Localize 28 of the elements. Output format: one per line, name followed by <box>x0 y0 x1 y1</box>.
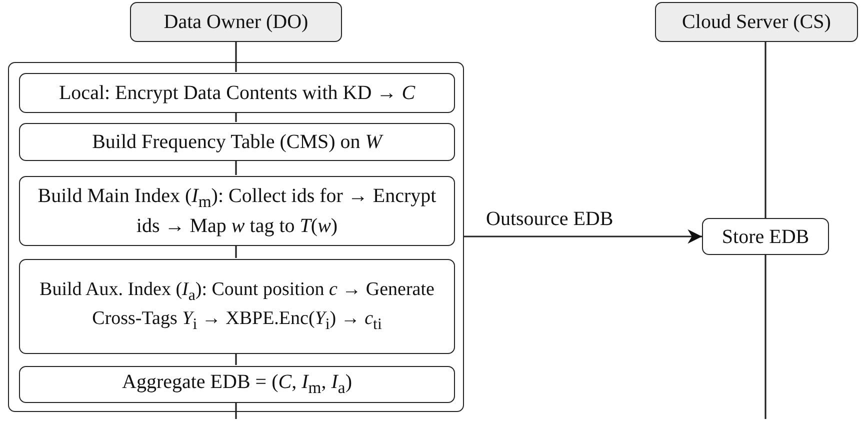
step-text: Store EDB <box>720 224 810 248</box>
activation-frame <box>8 62 464 412</box>
message-arrow <box>464 229 702 244</box>
participant-box <box>655 2 858 42</box>
process-box <box>19 73 455 113</box>
lifeline <box>764 42 766 218</box>
process-box <box>19 176 455 246</box>
lifeline <box>235 112 237 122</box>
process-box <box>702 218 829 255</box>
lifeline <box>235 412 237 419</box>
lifeline <box>235 245 237 258</box>
process-box <box>19 366 455 403</box>
lifeline <box>235 42 237 62</box>
lifeline <box>235 62 237 72</box>
participant-label: Data Owner (DO) <box>162 10 310 34</box>
participant-box <box>130 2 342 42</box>
step-text: Aggregate EDB = (C, I$_{m}$, I$_{a}$) <box>121 370 353 398</box>
lifeline <box>235 353 237 365</box>
participant-label: Cloud Server (CS) <box>681 10 832 34</box>
step-text: Build Aux. Index (I$_{a}$): Count position c → Generate Cross-Tags Y$_{i}$ → XBPE.Enc(Y$_{i}$) → c$_{ti}$ <box>38 278 436 334</box>
process-box <box>19 259 455 354</box>
lifeline <box>235 160 237 175</box>
step-text: Local: Encrypt Data Contents with KD → C <box>58 81 416 105</box>
lifeline <box>235 402 237 412</box>
process-box <box>19 123 455 161</box>
step-text: Build Main Index (I$_{m}$): Collect ids for → Encrypt ids → Map w tag to T(w) <box>36 184 438 238</box>
step-text: Build Frequency Table (CMS) on W <box>91 130 384 154</box>
lifeline <box>764 255 766 419</box>
